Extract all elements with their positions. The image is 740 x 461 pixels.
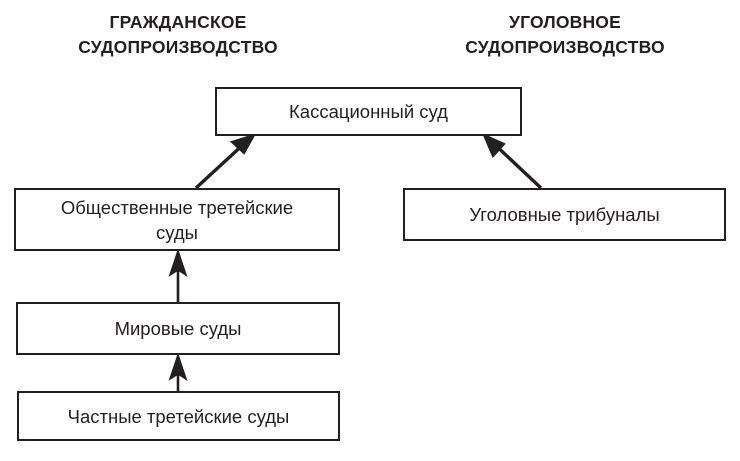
node-cassation-court: Кассационный суд bbox=[215, 87, 522, 136]
node-private-arbitration-courts: Частные третейские суды bbox=[17, 391, 340, 441]
edge-magistrate-to-public-arbitration bbox=[168, 248, 188, 302]
edge-criminal-tribunals-to-cassation bbox=[481, 132, 543, 190]
node-label: Кассационный суд bbox=[289, 101, 448, 122]
node-magistrate-courts: Мировые суды bbox=[16, 302, 340, 355]
edge-private-arbitration-to-magistrate bbox=[168, 352, 188, 391]
node-criminal-tribunals: Уголовные трибуналы bbox=[403, 188, 726, 241]
node-label: Частные третейские суды bbox=[67, 405, 290, 427]
column-header-civil-proceedings: ГРАЖДАНСКОЕ СУДОПРОИЗВОДСТВО bbox=[78, 12, 278, 57]
edge-public-arbitration-to-cassation bbox=[194, 133, 257, 190]
node-label: Уголовные трибуналы bbox=[469, 204, 660, 225]
column-header-criminal-proceedings: УГОЛОВНОЕ СУДОПРОИЗВОДСТВО bbox=[465, 12, 665, 57]
node-public-arbitration-courts: Общественные третейские суды bbox=[14, 188, 340, 251]
node-label: Общественные третейские суды bbox=[60, 196, 294, 243]
node-label: Мировые суды bbox=[114, 318, 242, 339]
